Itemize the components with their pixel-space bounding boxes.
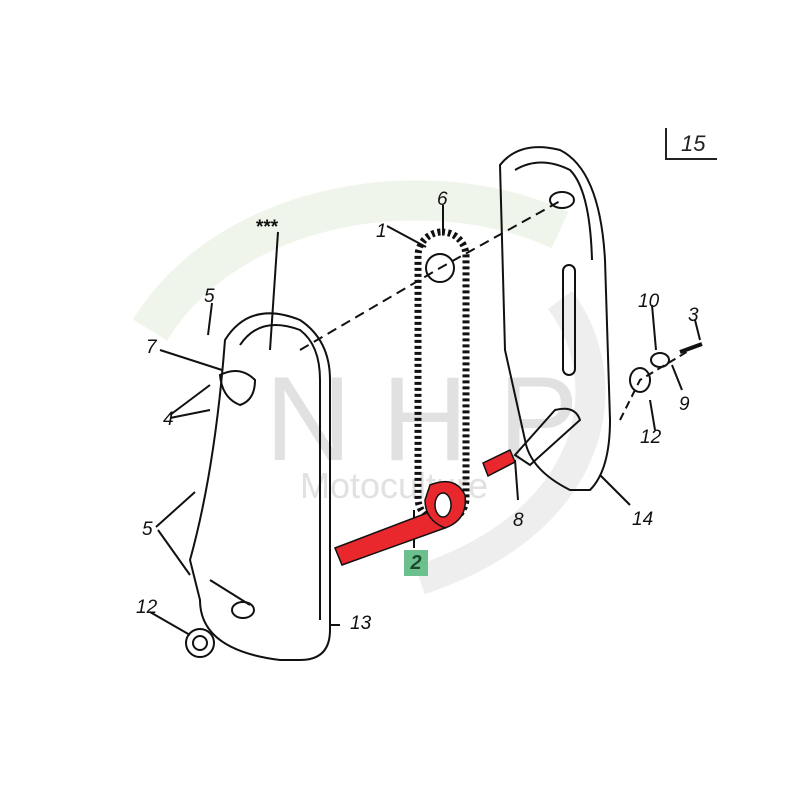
callout-10: 10 [638, 291, 660, 312]
callout-6: 6 [437, 189, 448, 210]
watermark-brand: NHP [265, 352, 609, 486]
callout-1: 1 [376, 221, 387, 242]
callout-3: 3 [688, 305, 699, 326]
page-number-box: 15 [665, 128, 717, 160]
callout-5-bottom: 5 [142, 519, 153, 540]
callout-2-highlight-badge[interactable]: 2 [404, 550, 428, 576]
callout-14: 14 [632, 509, 654, 530]
callout-13: 13 [350, 613, 372, 634]
callout-7: 7 [146, 337, 157, 358]
callout-8: 8 [513, 510, 524, 531]
callout-stars: *** [256, 217, 279, 238]
callout-12-left: 12 [136, 597, 158, 618]
right-cover [498, 146, 612, 491]
callout-12-right: 12 [640, 427, 662, 448]
callout-4: 4 [163, 409, 174, 430]
callout-5-top: 5 [204, 286, 215, 307]
highlighted-shaft-part-2 [334, 448, 516, 566]
left-cover [188, 312, 331, 661]
page-number: 15 [681, 131, 706, 156]
callout-9: 9 [679, 394, 690, 415]
